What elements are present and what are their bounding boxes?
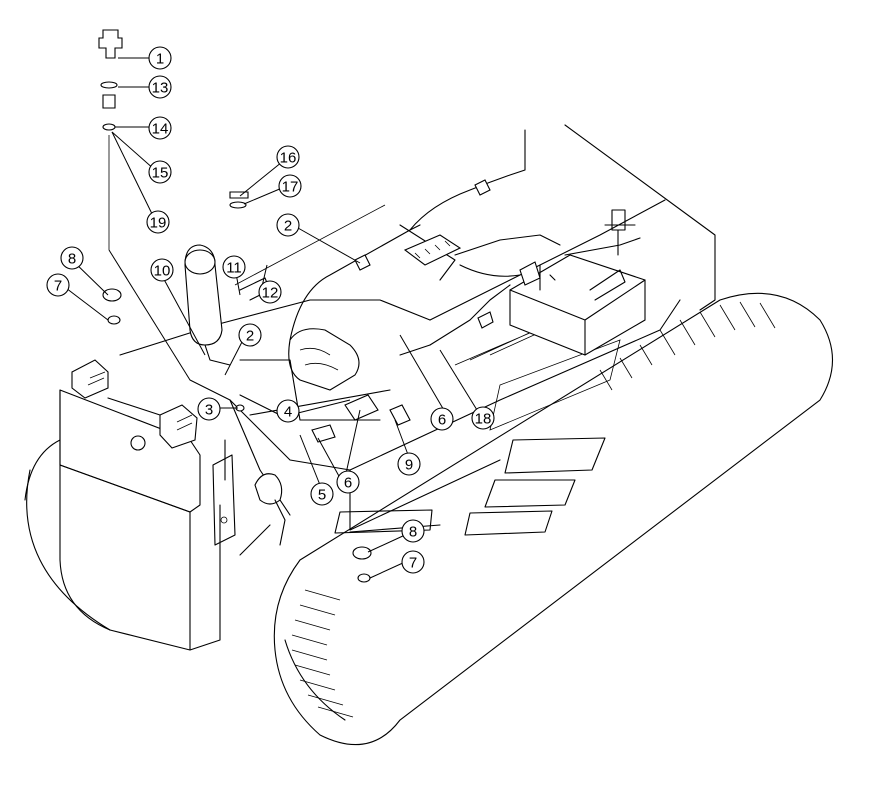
callout-number: 5 [318,487,326,504]
callout-circle [430,407,454,431]
callout-number: 2 [246,328,254,345]
callout-circle [148,46,172,70]
callout-circle [278,174,302,198]
machine-line-art [24,29,834,746]
callout-circle [276,399,300,423]
callout-c16: 16 [276,145,300,169]
callout-number: 2 [284,218,292,235]
callout-c18: 18 [471,406,495,430]
callout-c9: 9 [397,452,421,476]
callout-circle [148,116,172,140]
callout-circle [401,519,425,543]
callout-circle [148,75,172,99]
callout-number: 10 [154,263,171,280]
callout-number: 13 [152,80,169,97]
callout-number: 7 [54,278,62,295]
callout-circle [276,145,300,169]
callout-c19: 19 [146,210,170,234]
callout-circle [397,452,421,476]
callout-c6a: 6 [336,470,360,494]
callout-number: 16 [280,150,297,167]
callout-circle [60,246,84,270]
callout-number: 19 [150,215,167,232]
callout-c11: 11 [222,255,246,279]
callout-number: 8 [68,251,76,268]
callout-circle [197,397,221,421]
callout-circle [258,280,282,304]
callout-c2a: 2 [276,213,300,237]
callout-number: 6 [344,475,352,492]
callout-c7b: 7 [401,550,425,574]
callout-c8a: 8 [60,246,84,270]
callout-number: 1 [156,51,164,68]
callout-circle [276,213,300,237]
callout-circle [336,470,360,494]
callout-number: 4 [284,404,292,421]
callout-c4: 4 [276,399,300,423]
callout-c2b: 2 [238,323,262,347]
callout-c1: 1 [148,46,172,70]
callout-circle [238,323,262,347]
callout-number: 12 [262,285,279,302]
callout-number: 9 [405,457,413,474]
callout-circle [146,210,170,234]
callout-number: 14 [152,121,169,138]
callout-circle [310,482,334,506]
callout-number: 8 [409,524,417,541]
callout-c10: 10 [150,258,174,282]
callout-number: 3 [205,402,213,419]
callout-c6b: 6 [430,407,454,431]
callout-number: 6 [438,412,446,429]
callout-c3: 3 [197,397,221,421]
callout-number: 15 [152,165,169,182]
callout-circle [150,258,174,282]
callout-circle [401,550,425,574]
callout-circle [471,406,495,430]
callout-number: 11 [226,260,242,277]
callout-c13: 13 [148,75,172,99]
callout-c15: 15 [148,160,172,184]
callout-number: 17 [282,179,299,196]
callout-c14: 14 [148,116,172,140]
callout-c8b: 8 [401,519,425,543]
callout-circle [46,273,70,297]
callout-circle [222,255,246,279]
callout-circle [148,160,172,184]
callout-number: 7 [409,555,417,572]
callout-c7a: 7 [46,273,70,297]
callout-c12: 12 [258,280,282,304]
callout-c5: 5 [310,482,334,506]
callout-number: 18 [475,411,492,428]
callout-c17: 17 [278,174,302,198]
